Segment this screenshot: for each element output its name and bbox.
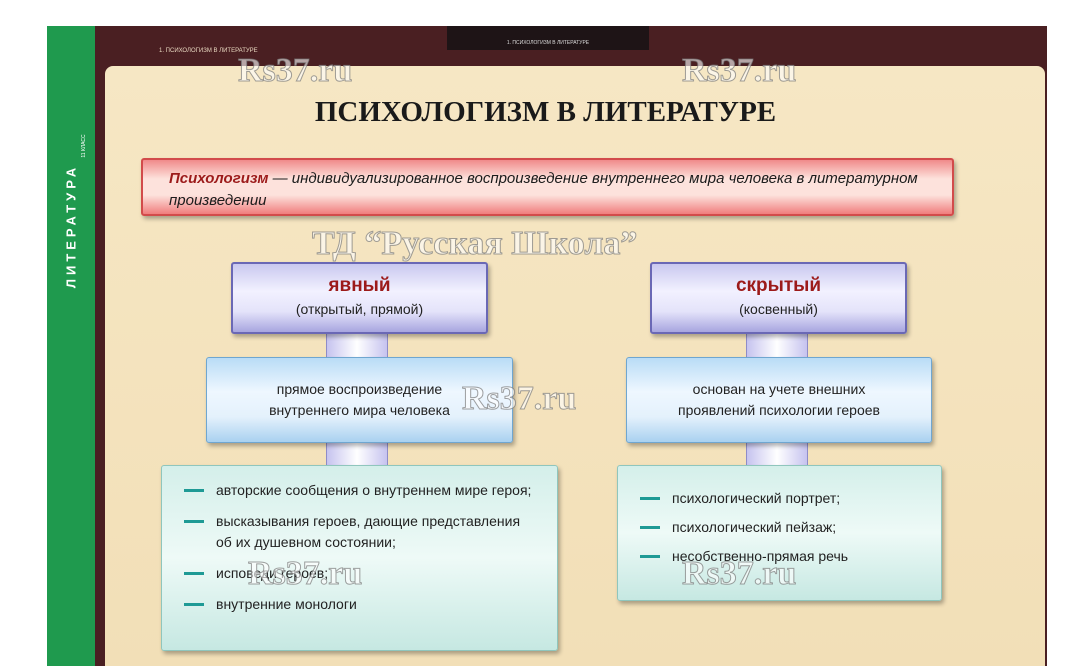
list-item-text: авторские сообщения о внутреннем мире ге… — [216, 482, 532, 498]
hidden-description: основан на учете внешних проявлений псих… — [626, 357, 932, 443]
page-title: ПСИХОЛОГИЗМ В ЛИТЕРАТУРЕ — [314, 96, 777, 128]
dash-icon — [184, 603, 204, 606]
watermark: Rs37.ru — [461, 380, 577, 418]
list-item-text: психологический портрет; — [672, 490, 841, 506]
hidden-description-text: основан на учете внешних проявлений псих… — [678, 381, 880, 418]
explicit-header: явный (открытый, прямой) — [231, 262, 488, 334]
list-item: авторские сообщения о внутреннем мире ге… — [184, 480, 537, 501]
list-item-text: высказывания героев, дающие представлени… — [216, 513, 521, 550]
watermark: Rs37.ru — [247, 555, 363, 593]
hidden-header: скрытый (косвенный) — [650, 262, 907, 334]
dash-icon — [640, 497, 660, 500]
list-item-text: внутренние монологи — [216, 596, 357, 612]
connector — [746, 440, 808, 468]
explicit-description-text: прямое воспроизведение внутреннего мира … — [269, 381, 450, 418]
definition-term: Психологизм — [169, 170, 269, 187]
dash-icon — [184, 572, 204, 575]
definition-box: Психологизм — индивидуализированное восп… — [141, 158, 954, 216]
list-item-text: исповеди героев; — [216, 565, 329, 581]
watermark: Rs37.ru — [681, 555, 797, 593]
watermark: Rs37.ru — [237, 52, 353, 90]
list-item-text: психологический пейзаж; — [672, 519, 837, 535]
explicit-list: авторские сообщения о внутреннем мире ге… — [161, 465, 558, 651]
connector — [746, 330, 808, 360]
dash-icon — [640, 526, 660, 529]
dash-icon — [184, 520, 204, 523]
list-item: внутренние монологи — [184, 594, 537, 615]
explicit-description: прямое воспроизведение внутреннего мира … — [206, 357, 513, 443]
explicit-title: явный — [328, 275, 391, 296]
dash-icon — [184, 489, 204, 492]
list-item: исповеди героев; — [184, 563, 537, 584]
subject-label: ЛИТЕРАТУРА — [63, 163, 79, 289]
list-item-text: несобственно-прямая речь — [672, 548, 849, 564]
list-item: психологический портрет; — [640, 488, 921, 509]
list-item: психологический пейзаж; — [640, 517, 921, 538]
explicit-subtitle: (открытый, прямой) — [295, 301, 424, 317]
header-label: 1. ПСИХОЛОГИЗМ В ЛИТЕРАТУРЕ — [159, 48, 258, 54]
hidden-subtitle: (косвенный) — [739, 301, 818, 317]
hidden-list: психологический портрет; психологический… — [617, 465, 942, 601]
grade-label: 11 КЛАСС — [81, 134, 87, 158]
subject-strip: ЛИТЕРАТУРА 11 КЛАСС — [47, 26, 95, 666]
connector — [326, 330, 388, 360]
dash-icon — [640, 555, 660, 558]
watermark: ТД “Русская Школа” — [311, 225, 638, 263]
definition-text: — индивидуализированное воспроизведение … — [169, 170, 918, 209]
header-tab: 1. ПСИХОЛОГИЗМ В ЛИТЕРАТУРЕ — [447, 26, 649, 50]
list-item: высказывания героев, дающие представлени… — [184, 511, 537, 553]
hidden-title: скрытый — [735, 275, 822, 296]
watermark: Rs37.ru — [681, 52, 797, 90]
list-item: несобственно-прямая речь — [640, 546, 921, 567]
connector — [326, 440, 388, 468]
